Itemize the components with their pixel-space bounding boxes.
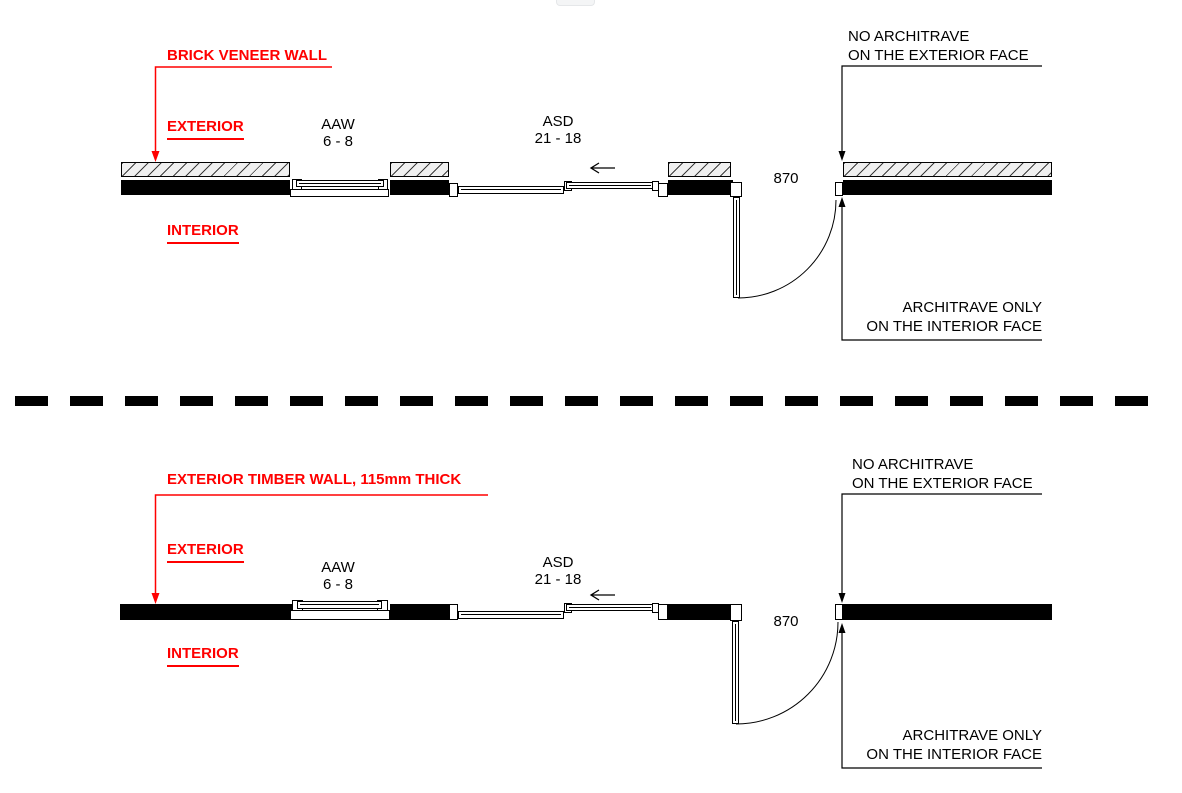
note-line: ON THE INTERIOR FACE — [866, 318, 1042, 335]
note-line: ON THE INTERIOR FACE — [866, 746, 1042, 763]
interior-label: INTERIOR — [167, 644, 239, 667]
leader-arrow-icon — [838, 151, 846, 161]
wall-solid — [120, 604, 292, 620]
window-chrome-artifact — [556, 0, 595, 6]
door-hinge-jamb — [730, 604, 742, 621]
glass-line — [300, 604, 379, 605]
wall-callout: BRICK VENEER WALL — [167, 47, 328, 64]
architrave-only-note: ARCHITRAVE ONLY ON THE INTERIOR FACE — [866, 298, 1042, 336]
leader-arrow-icon — [151, 593, 160, 604]
glass-line — [569, 185, 651, 186]
glass-line — [461, 614, 561, 615]
brick-veneer-hatch — [121, 162, 290, 177]
door-swing-arc — [735, 621, 839, 725]
leader-arrow-icon — [838, 197, 846, 207]
sliding-door-tag-line2: 21 - 18 — [534, 130, 582, 147]
wall-solid — [843, 180, 1052, 195]
sliding-door-tag-line1: ASD — [542, 554, 574, 571]
window-tag-line2: 6 - 8 — [322, 576, 353, 593]
window-glazing — [297, 601, 382, 609]
door-dimension: 870 — [773, 613, 799, 630]
window-tag-line2: 6 - 8 — [322, 133, 353, 150]
window-glazing — [296, 180, 384, 187]
sliding-door-sliding-panel — [566, 182, 654, 189]
window-sill — [290, 189, 389, 197]
door-leaf-line — [735, 624, 736, 721]
note-line: NO ARCHITRAVE — [848, 28, 970, 45]
door-hinge-jamb — [730, 182, 742, 197]
glass-line — [569, 607, 651, 608]
door-strike-jamb — [835, 182, 843, 196]
sliding-door-jamb — [658, 183, 668, 197]
wall-solid — [843, 604, 1052, 620]
door-leaf-line — [736, 200, 737, 295]
leader-arrow-icon — [838, 593, 846, 603]
exterior-label: EXTERIOR — [167, 117, 244, 140]
brick-veneer-hatch — [843, 162, 1052, 177]
note-leader-line — [841, 493, 1042, 594]
door-leaf — [732, 621, 739, 724]
brick-veneer-hatch — [668, 162, 731, 177]
exterior-label: EXTERIOR — [167, 540, 244, 563]
brick-veneer-hatch — [390, 162, 449, 177]
note-line: ON THE EXTERIOR FACE — [848, 47, 1029, 64]
note-line: ARCHITRAVE ONLY — [902, 727, 1042, 744]
glass-line — [461, 189, 561, 190]
wall-solid — [667, 604, 732, 620]
leader-arrow-icon — [151, 151, 160, 162]
sliding-door-tag-line1: ASD — [542, 113, 574, 130]
window-tag: AAW 6 - 8 — [321, 116, 355, 150]
window-tag: AAW 6 - 8 — [321, 559, 355, 593]
wall-solid — [668, 180, 733, 195]
door-swing-arc — [737, 199, 837, 299]
sliding-door-fixed-panel — [458, 611, 564, 619]
no-architrave-note: NO ARCHITRAVE ON THE EXTERIOR FACE — [852, 455, 1033, 493]
note-line: NO ARCHITRAVE — [852, 456, 974, 473]
section-divider-dashed-line — [15, 396, 1166, 406]
door-strike-jamb — [835, 604, 843, 620]
glass-line — [299, 183, 381, 184]
sliding-door-tag: ASD 21 - 18 — [535, 113, 582, 147]
note-leader-line — [841, 65, 1042, 152]
sliding-door-jamb — [449, 183, 458, 197]
wall-callout: EXTERIOR TIMBER WALL, 115mm THICK — [167, 471, 462, 488]
window-tag-line1: AAW — [321, 116, 355, 133]
note-line: ARCHITRAVE ONLY — [902, 299, 1042, 316]
interior-label: INTERIOR — [167, 221, 239, 244]
leader-arrow-icon — [838, 623, 846, 633]
sliding-door-jamb — [658, 604, 668, 620]
sliding-door-fixed-panel — [458, 186, 564, 194]
door-dimension: 870 — [773, 170, 799, 187]
wall-solid — [390, 604, 449, 620]
window-sill — [290, 610, 390, 620]
slide-direction-arrow-icon — [589, 589, 615, 601]
architrave-only-note: ARCHITRAVE ONLY ON THE INTERIOR FACE — [866, 726, 1042, 764]
sliding-door-tag-line2: 21 - 18 — [534, 571, 582, 588]
wall-solid — [390, 180, 449, 195]
wall-solid — [121, 180, 290, 195]
door-leaf — [733, 197, 740, 298]
sliding-door-tag: ASD 21 - 18 — [535, 554, 582, 588]
no-architrave-note: NO ARCHITRAVE ON THE EXTERIOR FACE — [848, 27, 1029, 65]
sliding-door-sliding-panel — [566, 604, 654, 611]
note-line: ON THE EXTERIOR FACE — [852, 475, 1033, 492]
slide-direction-arrow-icon — [589, 162, 615, 174]
sliding-door-jamb — [449, 604, 458, 620]
window-tag-line1: AAW — [321, 559, 355, 576]
